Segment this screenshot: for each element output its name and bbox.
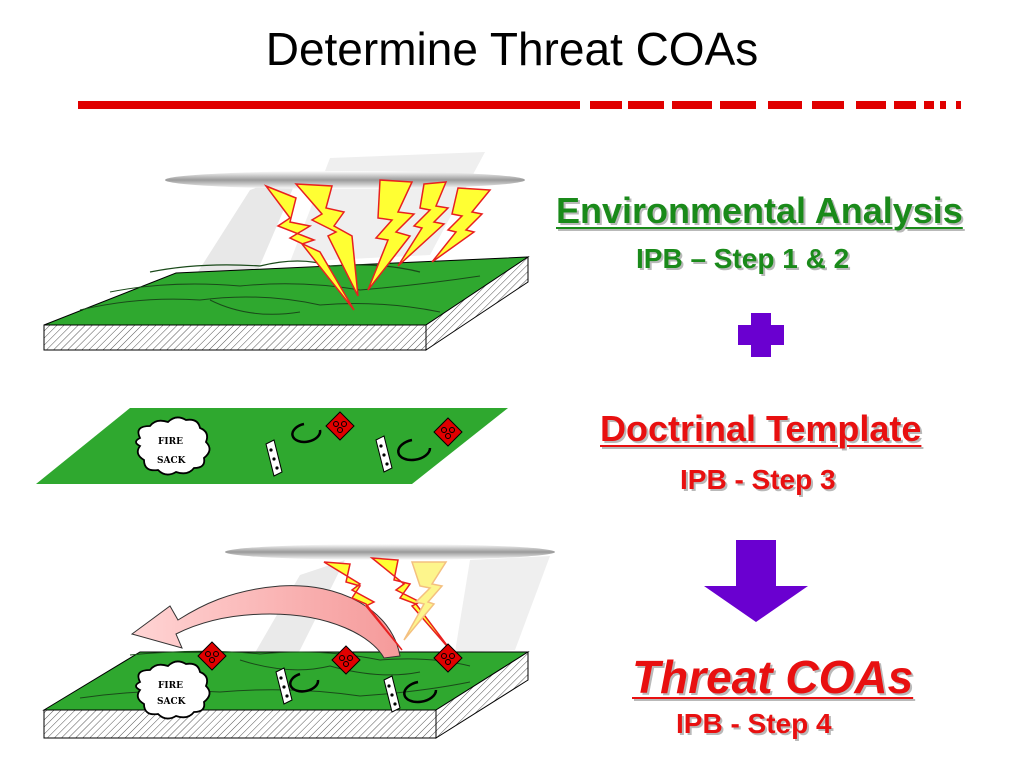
- storm-cloud: [165, 171, 525, 189]
- doctrinal-template-plane: FIRE SACK: [36, 408, 508, 484]
- coa-arrow-icon: [130, 585, 401, 659]
- fire-sack-label-line1: FIRE: [158, 437, 183, 447]
- title-rule: [78, 101, 961, 109]
- terrain-block-environment: [43, 152, 530, 351]
- fire-sack-label-line1: FIRE: [158, 681, 183, 691]
- page-title: Determine Threat COAs: [265, 23, 759, 75]
- enemy-unit-icon: [197, 641, 463, 675]
- environmental-analysis-heading: Environmental Analysis: [556, 190, 963, 231]
- enemy-unit-icon: [325, 411, 463, 447]
- down-arrow-icon: [704, 540, 808, 622]
- fire-sack-label-line2: SACK: [157, 697, 187, 707]
- lightning-icon: [323, 557, 453, 653]
- threat-coas-heading: Threat COAs: [632, 651, 914, 703]
- unit-position-icon: [291, 422, 432, 462]
- fire-sack-icon: FIRE SACK: [135, 660, 211, 720]
- obstacle-icon: [275, 667, 401, 713]
- terrain-block-threat-coas: FIRE SACK: [42, 544, 555, 739]
- plus-icon: [738, 313, 784, 357]
- fire-sack-label-line2: SACK: [157, 456, 187, 466]
- storm-cloud: [225, 544, 555, 560]
- obstacle-icon: [265, 435, 393, 477]
- doctrinal-template-heading: Doctrinal Template: [600, 408, 922, 449]
- fire-sack-icon: FIRE SACK: [135, 416, 211, 476]
- doctrinal-template-step: IPB - Step 3: [680, 464, 836, 495]
- environmental-analysis-step: IPB – Step 1 & 2: [636, 243, 850, 274]
- lightning-icon: [263, 179, 492, 311]
- unit-position-icon: [289, 672, 438, 704]
- threat-coas-step: IPB - Step 4: [676, 708, 832, 739]
